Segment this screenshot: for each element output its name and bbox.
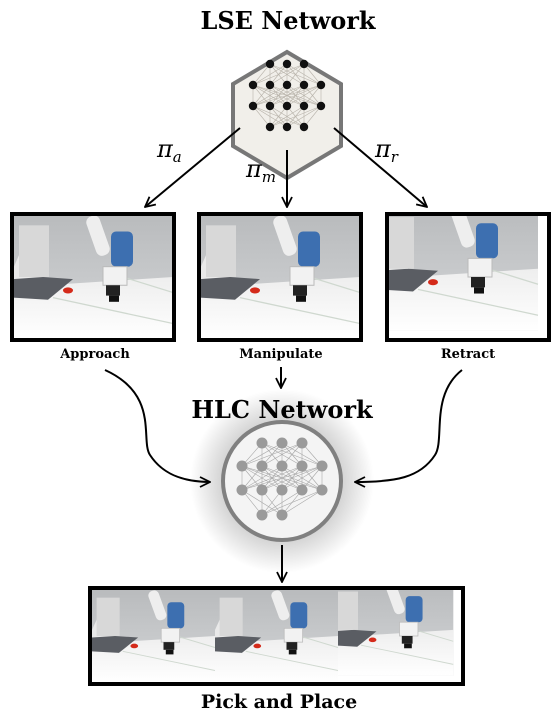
lse-network-edge — [252, 63, 271, 86]
lse-network-edge — [252, 84, 288, 107]
lse-network-node — [316, 80, 326, 90]
lse-network-node — [299, 59, 309, 69]
retract-panel — [385, 212, 551, 342]
manipulate-panel — [197, 212, 363, 342]
lse-network-node — [248, 101, 258, 111]
stage-label-retract: Retract — [441, 347, 495, 362]
hlc-network-edge — [261, 442, 303, 467]
lse-network-edge — [269, 105, 288, 128]
hlc-network-edge — [281, 465, 323, 491]
lse-network-node — [265, 80, 275, 90]
lse-network-edge — [303, 105, 322, 128]
hlc-network-edge — [241, 465, 303, 491]
lse-network-edge — [269, 84, 322, 107]
lse-network-edge — [303, 84, 322, 107]
arrow-approach-to-hlc — [104, 369, 210, 482]
hlc-network-edge — [241, 465, 283, 491]
lse-network-node — [299, 80, 309, 90]
lse-network-edge — [269, 63, 305, 86]
lse-network-node — [265, 101, 275, 111]
lse-network-edge — [252, 105, 271, 128]
lse-network-node — [282, 80, 292, 90]
hlc-network-node — [316, 484, 328, 496]
output-label: Pick and Place — [201, 691, 357, 713]
lse-network-node — [299, 101, 309, 111]
lse-network-edge — [286, 63, 305, 86]
lse-network-edge — [286, 105, 322, 128]
policy-label-manipulate: πm — [245, 155, 276, 186]
lse-network-node — [282, 59, 292, 69]
lse-network-edge — [269, 105, 305, 128]
lse-network-node — [282, 101, 292, 111]
hlc-network-node — [236, 484, 248, 496]
lse-network-edge — [252, 63, 305, 86]
lse-network-edge — [303, 63, 322, 86]
lse-network-edge — [252, 84, 305, 107]
hlc-network-edge — [241, 442, 303, 467]
pick-and-place-strip — [88, 586, 465, 686]
hlc-network-node — [296, 437, 308, 449]
hlc-network-node — [236, 460, 248, 472]
hlc-network-edge — [261, 465, 323, 491]
hlc-network-node — [316, 460, 328, 472]
arrow-lse-to-retract — [333, 127, 427, 207]
lse-network-edge — [269, 105, 322, 128]
hlc-network-node — [256, 437, 268, 449]
hlc-network-edge — [241, 465, 323, 491]
hlc-network-icon — [190, 389, 374, 573]
lse-network-node — [282, 122, 292, 132]
hlc-network-node — [276, 437, 288, 449]
lse-network-node — [265, 59, 275, 69]
hlc-network-node — [256, 484, 268, 496]
lse-network-edge — [252, 84, 322, 107]
hlc-network-edge — [241, 442, 283, 467]
hlc-network-edge — [261, 489, 303, 516]
hlc-network-node — [296, 484, 308, 496]
lse-network-title: LSE Network — [200, 6, 376, 35]
lse-network-node — [265, 122, 275, 132]
arrow-retract-to-hlc — [355, 369, 463, 482]
hlc-network-node — [256, 460, 268, 472]
hlc-network-node — [276, 509, 288, 521]
lse-network-edge — [286, 84, 322, 107]
approach-panel — [10, 212, 176, 342]
stage-label-approach: Approach — [59, 347, 130, 362]
hlc-network-edge — [261, 489, 323, 516]
stage-label-manipulate: Manipulate — [239, 347, 322, 362]
hlc-network-node — [276, 484, 288, 496]
lse-network-node — [299, 122, 309, 132]
hlc-network-node — [296, 460, 308, 472]
policy-label-retract: πr — [374, 135, 399, 166]
policy-label-approach: πa — [156, 135, 182, 166]
hlc-network-edge — [281, 489, 323, 516]
lse-network-edge — [252, 63, 288, 86]
lse-network-edge — [252, 84, 271, 107]
hlc-network-node — [276, 460, 288, 472]
lse-network-node — [316, 101, 326, 111]
arrow-lse-to-approach — [145, 127, 241, 207]
lse-network-node — [248, 80, 258, 90]
hlc-network-node — [256, 509, 268, 521]
